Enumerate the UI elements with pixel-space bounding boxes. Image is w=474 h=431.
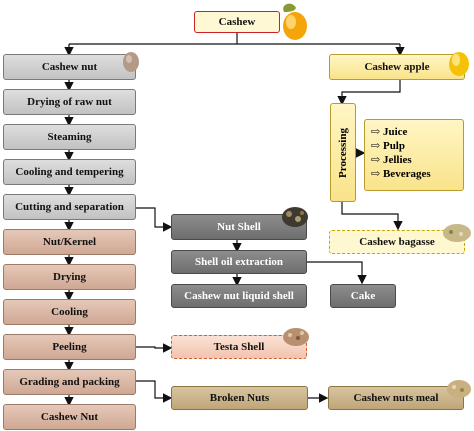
step-cashew-nut: Cashew nut xyxy=(3,54,136,80)
products-list: ⇨ Juice ⇨ Pulp ⇨ Jellies ⇨ Beverages xyxy=(364,119,464,191)
cashew-bagasse-box: Cashew bagasse xyxy=(329,230,465,254)
cashew-fruit-icon xyxy=(283,3,307,40)
step-cooling-tempering-label: Cooling and tempering xyxy=(15,166,124,178)
step-drying: Drying xyxy=(3,264,136,290)
liquid-shell-label: Cashew nut liquid shell xyxy=(184,290,294,302)
step-grading-packing: Grading and packing xyxy=(3,369,136,395)
shell-oil-extraction-box: Shell oil extraction xyxy=(171,250,307,274)
step-drying-raw-nut: Drying of raw nut xyxy=(3,89,136,115)
step-cutting-separation: Cutting and separation xyxy=(3,194,136,220)
product-juice-label: Juice xyxy=(382,126,408,138)
cake-label: Cake xyxy=(350,290,376,302)
bagasse-icon xyxy=(443,224,471,242)
arrow-right-icon: ⇨ xyxy=(371,154,383,166)
step-steaming-label: Steaming xyxy=(47,131,92,143)
product-beverages-label: Beverages xyxy=(382,168,431,180)
step-drying-label: Drying xyxy=(53,271,86,283)
testa-shell-label: Testa Shell xyxy=(213,341,265,353)
step-steaming: Steaming xyxy=(3,124,136,150)
cashew-title-label: Cashew xyxy=(218,16,256,28)
step-drying-raw-nut-label: Drying of raw nut xyxy=(27,96,112,108)
product-jellies-label: Jellies xyxy=(382,154,412,166)
processing-box: Processing xyxy=(330,103,356,202)
step-nut-kernel: Nut/Kernel xyxy=(3,229,136,255)
liquid-shell-box: Cashew nut liquid shell xyxy=(171,284,307,308)
arrow-right-icon: ⇨ xyxy=(371,140,383,152)
product-item: ⇨ Beverages xyxy=(371,167,457,181)
cashew-nuts-meal-box: Cashew nuts meal xyxy=(328,386,464,410)
nut-meal-icon xyxy=(447,380,471,398)
cashew-bagasse-label: Cashew bagasse xyxy=(359,236,435,248)
step-cashew-nut-label: Cashew nut xyxy=(41,61,98,73)
step-cooling: Cooling xyxy=(3,299,136,325)
processing-label: Processing xyxy=(337,127,349,178)
step-cutting-separation-label: Cutting and separation xyxy=(15,201,124,213)
step-grading-packing-label: Grading and packing xyxy=(19,376,120,388)
step-cashew-nut-final-label: Cashew Nut xyxy=(40,411,99,423)
product-pulp-label: Pulp xyxy=(382,140,405,152)
nut-shell-box: Nut Shell xyxy=(171,214,307,240)
broken-nuts-box: Broken Nuts xyxy=(171,386,308,410)
step-nut-kernel-label: Nut/Kernel xyxy=(42,236,97,248)
shell-oil-extraction-label: Shell oil extraction xyxy=(195,256,283,268)
step-cooling-tempering: Cooling and tempering xyxy=(3,159,136,185)
step-cooling-label: Cooling xyxy=(51,306,88,318)
cashew-apple-icon xyxy=(449,52,469,76)
step-peeling-label: Peeling xyxy=(52,341,87,353)
raw-nut-icon xyxy=(123,52,139,72)
step-cashew-nut-final: Cashew Nut xyxy=(3,404,136,430)
product-item: ⇨ Jellies xyxy=(371,153,457,167)
cashew-nuts-meal-label: Cashew nuts meal xyxy=(353,392,439,404)
testa-shell-icon xyxy=(283,328,309,346)
cake-box: Cake xyxy=(330,284,396,308)
cashew-apple-box: Cashew apple xyxy=(329,54,465,80)
broken-nuts-label: Broken Nuts xyxy=(209,392,270,404)
cashew-apple-label: Cashew apple xyxy=(364,61,430,73)
step-peeling: Peeling xyxy=(3,334,136,360)
product-item: ⇨ Pulp xyxy=(371,139,457,153)
arrow-right-icon: ⇨ xyxy=(371,126,383,138)
arrow-right-icon: ⇨ xyxy=(371,168,383,180)
nut-shell-label: Nut Shell xyxy=(217,221,261,233)
nut-shell-icon xyxy=(282,207,308,227)
product-item: ⇨ Juice xyxy=(371,125,457,139)
cashew-title-box: Cashew xyxy=(194,11,280,33)
